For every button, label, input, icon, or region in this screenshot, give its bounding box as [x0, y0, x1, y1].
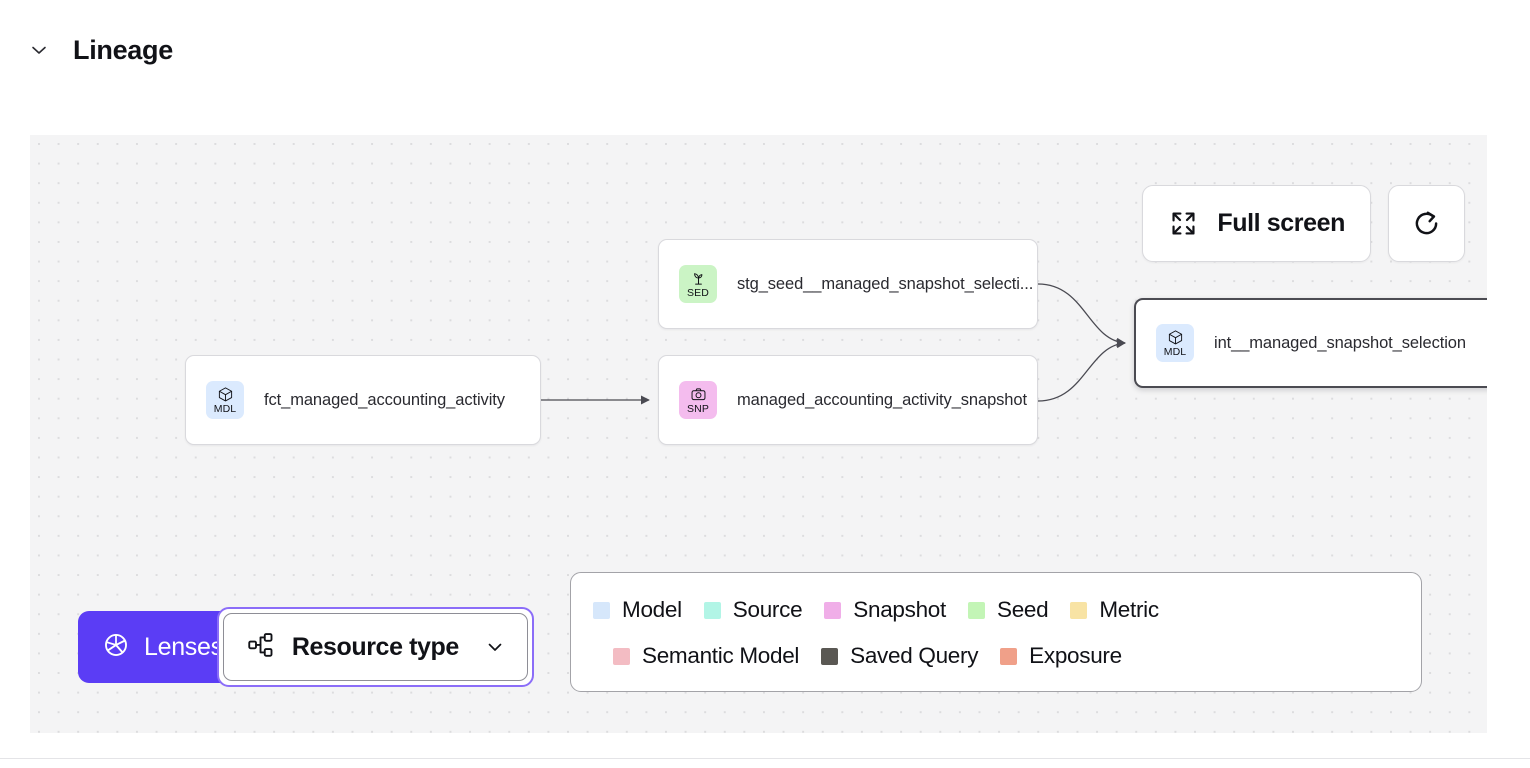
legend-swatch-model — [593, 601, 610, 619]
node-label: int__managed_snapshot_selection — [1214, 333, 1466, 352]
legend-label-seed: Seed — [996, 597, 1049, 622]
legend-row-1: Model Source Snapshot Seed Metric — [593, 587, 1399, 633]
legend-swatch-metric — [1070, 601, 1088, 619]
legend-swatch-semantic-model — [613, 647, 630, 665]
lenses-label: Lenses — [144, 632, 223, 661]
legend-swatch-snapshot — [824, 601, 842, 619]
canvas-controls: Lenses Resource type — [78, 607, 534, 687]
legend-label-exposure: Exposure — [1029, 643, 1122, 668]
node-badge-text: MDL — [213, 402, 237, 415]
lineage-node-fct-managed-accounting-activity[interactable]: MDL fct_managed_accounting_activity — [185, 355, 541, 445]
aperture-icon — [102, 631, 130, 664]
legend-item-source: Source — [703, 597, 803, 623]
lineage-canvas[interactable]: MDL fct_managed_accounting_activity SED … — [30, 135, 1487, 733]
lineage-legend: Model Source Snapshot Seed Metric S — [570, 572, 1422, 692]
lineage-node-managed-accounting-activity-snapshot[interactable]: SNP managed_accounting_activity_snapshot — [658, 355, 1038, 445]
resource-type-label: Resource type — [291, 632, 459, 661]
node-badge-text: MDL — [1163, 345, 1187, 358]
node-label: managed_accounting_activity_snapshot — [737, 390, 1027, 409]
node-label: fct_managed_accounting_activity — [264, 390, 505, 409]
legend-label-model: Model — [622, 597, 682, 622]
resource-type-dropdown[interactable]: Resource type — [222, 613, 528, 681]
sprout-icon: SED — [679, 265, 717, 303]
legend-item-exposure: Exposure — [1000, 643, 1122, 669]
node-label: stg_seed__managed_snapshot_selecti... — [737, 274, 1034, 293]
hierarchy-icon — [246, 630, 276, 665]
legend-swatch-seed — [967, 601, 985, 619]
camera-icon: SNP — [679, 381, 717, 419]
chevron-down-icon[interactable] — [483, 635, 507, 659]
legend-label-semantic-model: Semantic Model — [642, 643, 800, 668]
cube-icon: MDL — [206, 381, 244, 419]
legend-label-metric: Metric — [1099, 597, 1159, 622]
lineage-node-int-managed-snapshot-selection[interactable]: MDL int__managed_snapshot_selection — [1134, 298, 1487, 388]
legend-row-2: Semantic Model Saved Query Exposure — [593, 633, 1399, 679]
legend-item-model: Model — [593, 597, 682, 623]
cube-icon: MDL — [1156, 324, 1194, 362]
node-badge-text: SED — [687, 286, 709, 299]
page-title: Lineage — [73, 34, 173, 65]
legend-swatch-exposure — [1000, 647, 1018, 665]
legend-item-seed: Seed — [967, 597, 1049, 623]
legend-swatch-source — [703, 601, 721, 619]
resource-type-focus-ring: Resource type — [216, 607, 534, 687]
legend-label-source: Source — [732, 597, 803, 622]
lineage-node-stg-seed-managed-snapshot-selection[interactable]: SED stg_seed__managed_snapshot_selecti..… — [658, 239, 1038, 329]
chevron-down-icon[interactable] — [26, 37, 52, 63]
page-bottom-divider — [0, 758, 1530, 759]
canvas-toolbar: Full screen — [1142, 185, 1465, 262]
node-badge-text: SNP — [687, 402, 709, 415]
full-screen-label: Full screen — [1217, 209, 1345, 237]
legend-swatch-saved-query — [821, 647, 839, 665]
lineage-section-header: Lineage — [0, 0, 1530, 100]
full-screen-button[interactable]: Full screen — [1142, 185, 1371, 262]
legend-label-saved-query: Saved Query — [850, 643, 979, 668]
legend-item-metric: Metric — [1070, 597, 1159, 623]
expand-arrows-icon — [1168, 208, 1199, 239]
legend-item-saved-query: Saved Query — [821, 643, 978, 669]
refresh-button[interactable] — [1388, 185, 1465, 262]
legend-item-snapshot: Snapshot — [824, 597, 946, 623]
legend-label-snapshot: Snapshot — [853, 597, 946, 622]
refresh-icon — [1410, 207, 1443, 240]
legend-item-semantic-model: Semantic Model — [613, 643, 799, 669]
